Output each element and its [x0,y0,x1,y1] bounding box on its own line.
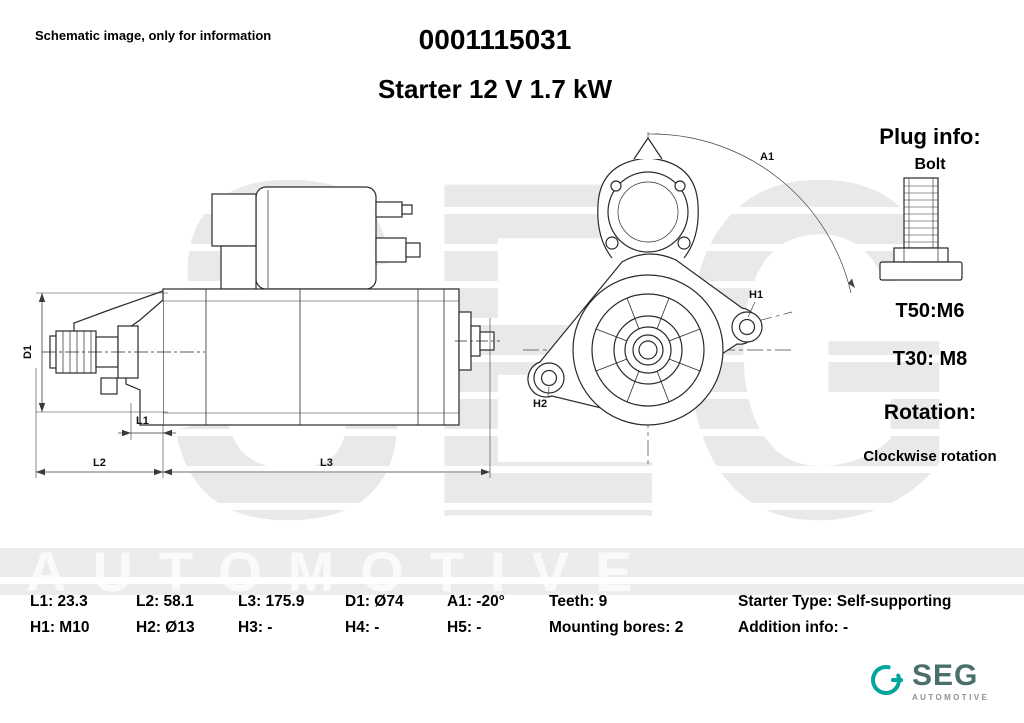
spec-d1: D1: Ø74 [345,593,404,610]
product-title: Starter 12 V 1.7 kW [377,74,613,104]
dim-label-a1: A1 [760,151,774,163]
spec-h3: H3: - [238,619,273,636]
logo-subtitle: AUTOMOTIVE [912,692,990,702]
starter-front-view-drawing: A1 H1 H2 [523,132,855,468]
spec-l1: L1: 23.3 [30,593,88,610]
spec-mounting-bores: Mounting bores: 2 [549,619,684,636]
spec-h1: H1: M10 [30,619,90,636]
schematic-note: Schematic image, only for information [35,28,272,43]
spec-l2: L2: 58.1 [136,593,194,610]
dim-label-d1: D1 [22,345,34,359]
t30-spec: T30: M8 [892,348,968,370]
plug-info-panel: Plug info: Bolt T50:M6 T30: M8 Rotation:… [845,0,1015,500]
side-view-dimensions: D1 L1 L2 L3 [22,292,491,478]
dim-label-h1: H1 [749,289,763,301]
dim-label-h2: H2 [533,398,547,410]
t50-spec: T50:M6 [895,300,965,322]
rotation-value: Clockwise rotation [863,448,997,465]
bolt-plug-drawing [879,177,963,281]
seg-automotive-logo: SEG AUTOMOTIVE [868,659,990,702]
part-number: 0001115031 [418,24,572,55]
plug-type-label: Bolt [914,156,946,173]
spec-h2: H2: Ø13 [136,619,195,636]
spec-a1: A1: -20° [447,593,505,610]
spec-addition-info: Addition info: - [738,619,849,636]
dim-label-l2: L2 [93,457,106,469]
logo-text-block: SEG AUTOMOTIVE [912,659,990,702]
plug-info-heading: Plug info: [879,124,981,149]
dim-label-l1: L1 [136,415,149,427]
logo-name: SEG [912,659,979,692]
spec-l3: L3: 175.9 [238,593,305,610]
specs-row-1: L1: 23.3 L2: 58.1 L3: 175.9 D1: Ø74 A1: … [30,593,1024,611]
starter-side-view-drawing [42,186,500,426]
dim-label-l3: L3 [320,457,333,469]
rotation-heading: Rotation: [883,401,977,424]
spec-h4: H4: - [345,619,380,636]
spec-teeth: Teeth: 9 [549,593,608,610]
spec-h5: H5: - [447,619,482,636]
specs-row-2: H1: M10 H2: Ø13 H3: - H4: - H5: - Mounti… [30,619,1024,637]
spec-starter-type: Starter Type: Self-supporting [738,593,952,610]
seg-logo-icon [871,665,903,695]
